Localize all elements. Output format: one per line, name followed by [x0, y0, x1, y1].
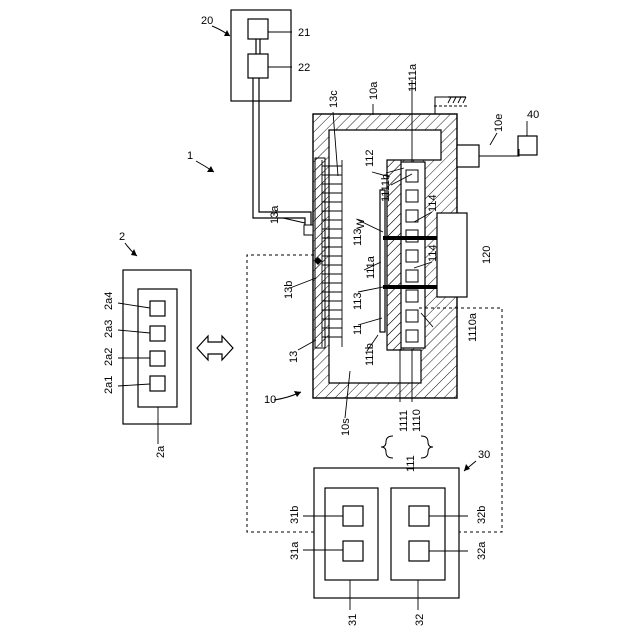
control-line-left	[247, 255, 314, 532]
label-1111: 1111	[398, 410, 410, 432]
label-13c: 13c	[328, 90, 340, 108]
port-10e	[457, 145, 479, 167]
gas-part-21-label: 21	[298, 27, 310, 39]
bidirectional-arrow-icon	[197, 336, 233, 360]
label-11: 11	[352, 324, 364, 335]
gas-unit-20: 20 21 22	[201, 10, 311, 232]
device-outer-frame	[123, 270, 191, 424]
side-unit-120	[437, 213, 467, 297]
label-111: 111	[405, 455, 417, 472]
figure-ref: 1	[187, 150, 214, 172]
label-111a: 111a	[365, 255, 377, 279]
device-cell-2a3	[150, 326, 165, 341]
label-32a: 32a	[476, 541, 488, 560]
gas-unit-frame	[231, 10, 291, 101]
external-unit-40	[518, 136, 537, 155]
lift-pin-113-bottom	[383, 285, 437, 289]
lift-pin-113-top	[383, 236, 437, 240]
side-unit-label: 120	[481, 246, 493, 264]
label-1111b: 1111b	[380, 174, 392, 202]
label-111b: 111b	[364, 343, 376, 366]
label-10s: 10s	[340, 418, 352, 436]
gas-inlet-13a	[304, 225, 313, 235]
device-2: 2 2a4 2a3 2a2 2a1 2a	[103, 231, 191, 458]
device-sub-2a4: 2a4	[103, 292, 115, 310]
label-W: W	[355, 218, 367, 229]
label-13a: 13a	[269, 205, 281, 224]
label-32: 32	[414, 614, 426, 626]
gas-part-21	[248, 19, 268, 39]
controller-number: 30	[478, 449, 490, 461]
controller-part-32b	[409, 506, 429, 526]
gas-part-22	[248, 54, 268, 78]
label-1110: 1110	[411, 409, 423, 432]
device-sub-2a1: 2a1	[103, 376, 115, 394]
label-114-bottom: 114	[427, 244, 439, 262]
label-113-bottom: 113	[352, 292, 364, 310]
device-panel-label: 2a	[155, 445, 167, 458]
controller-block-31	[325, 488, 378, 580]
label-112: 112	[364, 149, 376, 167]
label-31b: 31b	[289, 506, 301, 524]
label-31a: 31a	[289, 541, 301, 560]
figure-number: 1	[187, 150, 193, 162]
external-unit-label: 40	[527, 109, 539, 121]
gas-part-22-label: 22	[298, 62, 310, 74]
label-31: 31	[347, 614, 359, 626]
label-1110a: 1110a	[467, 312, 479, 342]
label-32b: 32b	[476, 506, 488, 524]
controller-block-32	[391, 488, 445, 580]
label-13: 13	[288, 351, 300, 363]
controller-part-31a	[343, 541, 363, 561]
device-sub-2a2: 2a2	[103, 348, 115, 366]
device-cell-2a4	[150, 301, 165, 316]
label-114-top: 114	[427, 194, 439, 212]
controller-part-32a	[409, 541, 429, 561]
apparatus-10: 120 40 10	[264, 63, 539, 472]
device-number: 2	[119, 231, 125, 243]
gas-unit-number: 20	[201, 15, 213, 27]
label-10e: 10e	[493, 114, 505, 132]
label-1111a: 1111a	[407, 63, 419, 92]
device-cell-2a2	[150, 351, 165, 366]
controller-30: 30 31b 31a 32b 32a 31 32	[289, 449, 490, 626]
device-sub-2a3: 2a3	[103, 320, 115, 338]
controller-part-31b	[343, 506, 363, 526]
label-13b: 13b	[283, 281, 295, 299]
device-cell-2a1	[150, 376, 165, 391]
label-10a: 10a	[368, 81, 380, 100]
label-113-top: 113	[352, 228, 364, 246]
